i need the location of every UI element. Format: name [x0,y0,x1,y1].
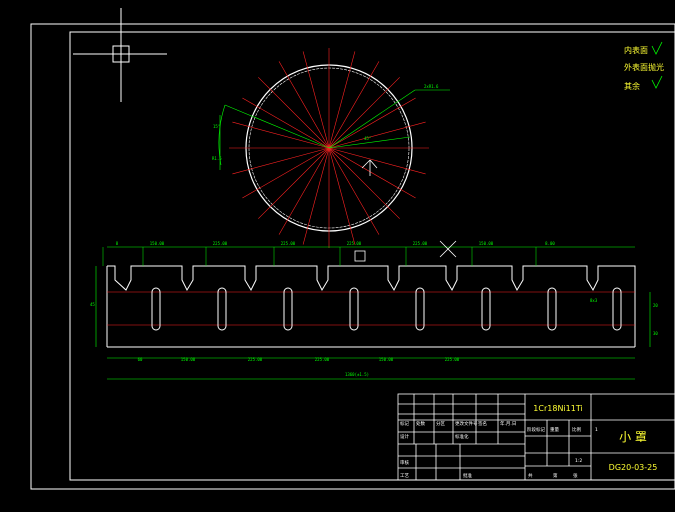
radial-line [278,61,330,149]
ucs-icon [361,159,378,176]
cell-count: 处数 [416,420,425,427]
cell-scale-value: 1:2 [575,458,582,464]
cell-process: 工艺 [400,473,409,479]
surface-note-1: 内表面 [624,45,648,55]
front-view: 8 150.00 225.00 225.00 225.00 225.00 150.00 8.0… [90,240,658,380]
radial-line [302,51,330,149]
radial-line [328,147,416,199]
drawing-number: DG20-03-25 [609,463,658,472]
material-text: 1Cr18Ni11Ti [533,404,582,413]
top-view-circle: 2xR1.6 45° 15° R1.5 [212,48,450,248]
cell-one-a: 1 [595,427,598,433]
slot [612,287,622,331]
top-dim-label: 150.00 [150,241,165,246]
bottom-dim-label: 225.00 [248,357,263,362]
top-dim-label: 150.00 [479,241,494,246]
top-dim-label: 8 [116,241,119,246]
crosshair-cursor-icon [73,8,167,102]
left-height-dim: 45 [90,302,95,307]
cell-weight: 重量 [550,426,559,433]
cell-sign: 签名 [478,420,487,427]
top-dim-label: 225.00 [213,241,228,246]
radial-line [328,147,400,219]
cell-design: 设计 [400,433,409,440]
radial-line [328,97,416,149]
slot [481,287,491,331]
part-name: 小 罩 [619,430,647,444]
bottom-dim-label: 150.00 [181,357,196,362]
radial-line [258,147,330,219]
bottom-dim-label: 150.00 [379,357,394,362]
cell-mark: 标记 [400,420,409,427]
cell-sheet-no: 第 [553,472,558,479]
cell-approve: 批准 [463,472,472,479]
surface-finish-notes: 内表面 外表面抛光 其余 [624,41,664,91]
cell-date: 年.月.日 [500,420,516,427]
cell-sheets-total: 共 [528,472,533,479]
slot-row [151,287,622,331]
dim-d2: 45° [364,136,371,141]
top-dim-label: 225.00 [347,241,362,246]
radial-centerlines [229,48,429,248]
cell-scale: 比例 [572,426,581,433]
dim-d1: 2xR1.6 [424,84,439,89]
dim-d3: 15° [213,124,220,129]
bottom-dim-label: 60 [138,357,143,362]
slot [283,287,293,331]
radial-line [328,61,380,149]
radial-line [328,147,356,245]
right-dim-1: 20 [653,303,658,308]
cell-stage-mark: 阶段标记 [527,426,545,433]
radial-line [302,147,330,245]
drawing-border [30,23,675,490]
slot [349,287,359,331]
slot [151,287,161,331]
slot-label: 8x3 [590,298,598,303]
bottom-dim-label: 225.00 [445,357,460,362]
radial-line [258,77,330,149]
title-block-text: 1Cr18Ni11Ti 小 罩 DG20-03-25 标记 处数 分区 更改文件… [400,404,657,479]
radial-line [232,121,330,149]
overall-length-dim: 1360(±1.5) [345,372,369,377]
radial-line [242,147,330,199]
right-dim-2: 30 [653,331,658,336]
radial-line [328,147,380,235]
slot [217,287,227,331]
bottom-dim-label: 225.00 [315,357,330,362]
radial-line [328,121,426,149]
surface-note-3: 其余 [624,81,640,91]
slot [415,287,425,331]
top-dim-label: 8.00 [545,241,555,246]
radial-line [242,97,330,149]
top-dim-label: 225.00 [281,241,296,246]
radial-line [328,51,356,149]
radial-line [278,147,330,235]
osnap-marker-icon [354,240,457,262]
top-dim-label: 225.00 [413,241,428,246]
radial-line [328,77,400,149]
dim-d4: R1.5 [212,156,222,161]
front-view-dimension-lines [95,246,651,380]
cell-standardize: 标准化 [455,433,469,440]
title-block [397,393,675,481]
cell-sheets: 张 [573,472,578,479]
cell-review: 审核 [400,459,409,466]
surface-note-2: 外表面抛光 [624,62,664,72]
cell-change-doc: 更改文件号 [455,420,478,427]
radial-line [328,147,426,175]
cell-zone: 分区 [436,420,445,427]
teeth-profile [107,265,636,292]
slot [547,287,557,331]
top-view-dimensions [218,89,450,170]
radial-line [232,147,330,175]
roughness-symbol-icon [651,41,663,89]
